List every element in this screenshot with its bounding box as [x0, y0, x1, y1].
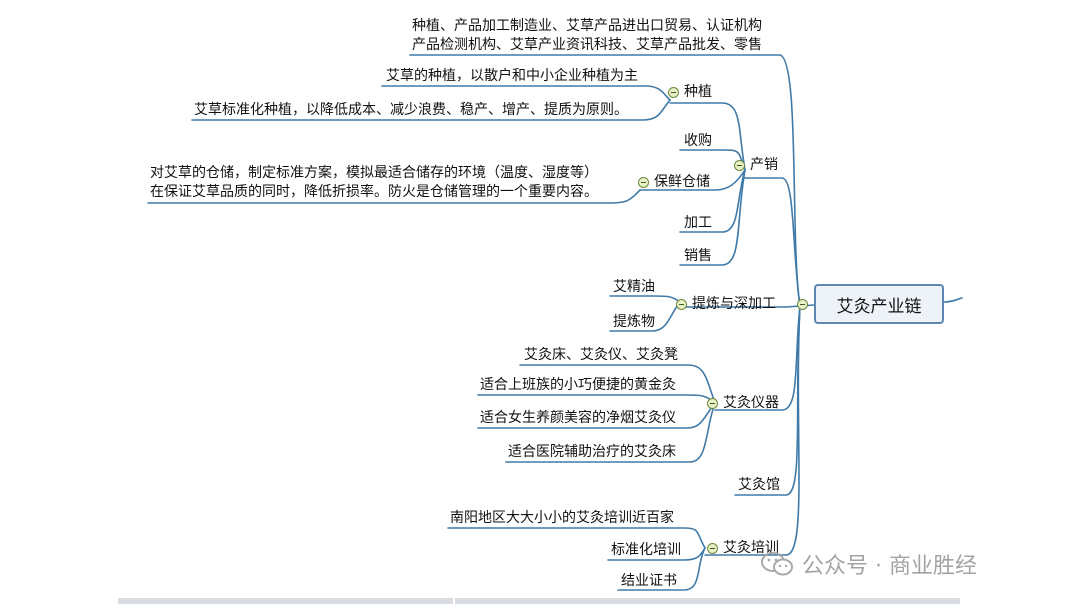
branch-jiagong[interactable]: 加工: [684, 215, 712, 231]
collapse-icon[interactable]: [676, 299, 687, 310]
peixun-item: 结业证书: [621, 573, 677, 589]
branch-xiaoshou[interactable]: 销售: [684, 248, 712, 264]
bottom-bar-right: [455, 598, 960, 604]
yiqi-item: 艾灸床、艾灸仪、艾灸凳: [524, 347, 678, 363]
branch-zhongzhi[interactable]: 种植: [684, 84, 712, 100]
branch-tilian[interactable]: 提炼与深加工: [692, 296, 776, 312]
connector-root-right: [943, 297, 963, 303]
yiqi-item: 适合医院辅助治疗的艾灸床: [508, 444, 676, 460]
baoxian-note: 对艾草的仓储，制定标准方案，模拟最适合储存的环境（温度、湿度等） 在保证艾草品质…: [150, 165, 598, 200]
connector-zhongzhi: [669, 102, 746, 171]
branch-guan[interactable]: 艾灸馆: [738, 477, 780, 493]
root-node[interactable]: 艾灸产业链: [814, 284, 944, 324]
collapse-icon[interactable]: [797, 299, 808, 310]
zhongzhi-item: 艾草标准化种植，以降低成本、减少浪费、稳产、增产、提质为原则。: [194, 102, 628, 118]
collapse-icon[interactable]: [707, 543, 718, 554]
tilian-item: 艾精油: [613, 279, 655, 295]
connector-yq-4: [505, 402, 716, 463]
branch-peixun[interactable]: 艾灸培训: [723, 540, 779, 556]
connector-peixun: [704, 305, 801, 556]
zhongzhi-item: 艾草的种植，以散户和中小企业种植为主: [386, 68, 638, 84]
connector-baoxian: [639, 169, 746, 191]
connector-px-1: [447, 527, 706, 549]
connector-chanxiao: [744, 177, 801, 307]
connector-zz-1: [381, 85, 671, 101]
branch-shougou[interactable]: 收购: [684, 133, 712, 149]
peixun-item: 标准化培训: [611, 542, 681, 558]
branch-baoxian[interactable]: 保鲜仓储: [654, 174, 710, 190]
yiqi-item: 适合上班族的小巧便捷的黄金灸: [480, 377, 676, 393]
connector-xiaoshou: [679, 169, 746, 266]
yiqi-item: 适合女生养颜美容的净烟艾灸仪: [480, 410, 676, 426]
collapse-icon[interactable]: [707, 398, 718, 409]
connector-tilian: [679, 305, 801, 308]
tilian-item: 提炼物: [613, 314, 655, 330]
branch-chanxiao[interactable]: 产销: [750, 157, 778, 173]
collapse-icon[interactable]: [734, 160, 745, 171]
top-note: 种植、产品加工制造业、艾草产品进出口贸易、认证机构 产品检测机构、艾草产业资讯科…: [412, 18, 762, 53]
connector-yq-1: [519, 364, 716, 404]
watermark-text: 公众号 · 商业胜经: [802, 554, 977, 579]
connector-px-3: [617, 547, 706, 591]
peixun-item: 南阳地区大大小小的艾灸培训近百家: [450, 510, 674, 526]
collapse-icon[interactable]: [638, 177, 649, 188]
bottom-bar-left: [118, 598, 453, 604]
connector-zz-2: [191, 99, 671, 121]
connector-yq-2: [477, 394, 716, 404]
branch-yiqi[interactable]: 艾灸仪器: [723, 395, 779, 411]
connector-tl-1: [609, 295, 681, 303]
wechat-icon: [761, 552, 793, 576]
connector-bx-note: [147, 189, 641, 204]
connector-jiagong: [679, 169, 746, 233]
watermark: 公众号 · 商业胜经: [760, 548, 977, 580]
collapse-icon[interactable]: [668, 87, 679, 98]
